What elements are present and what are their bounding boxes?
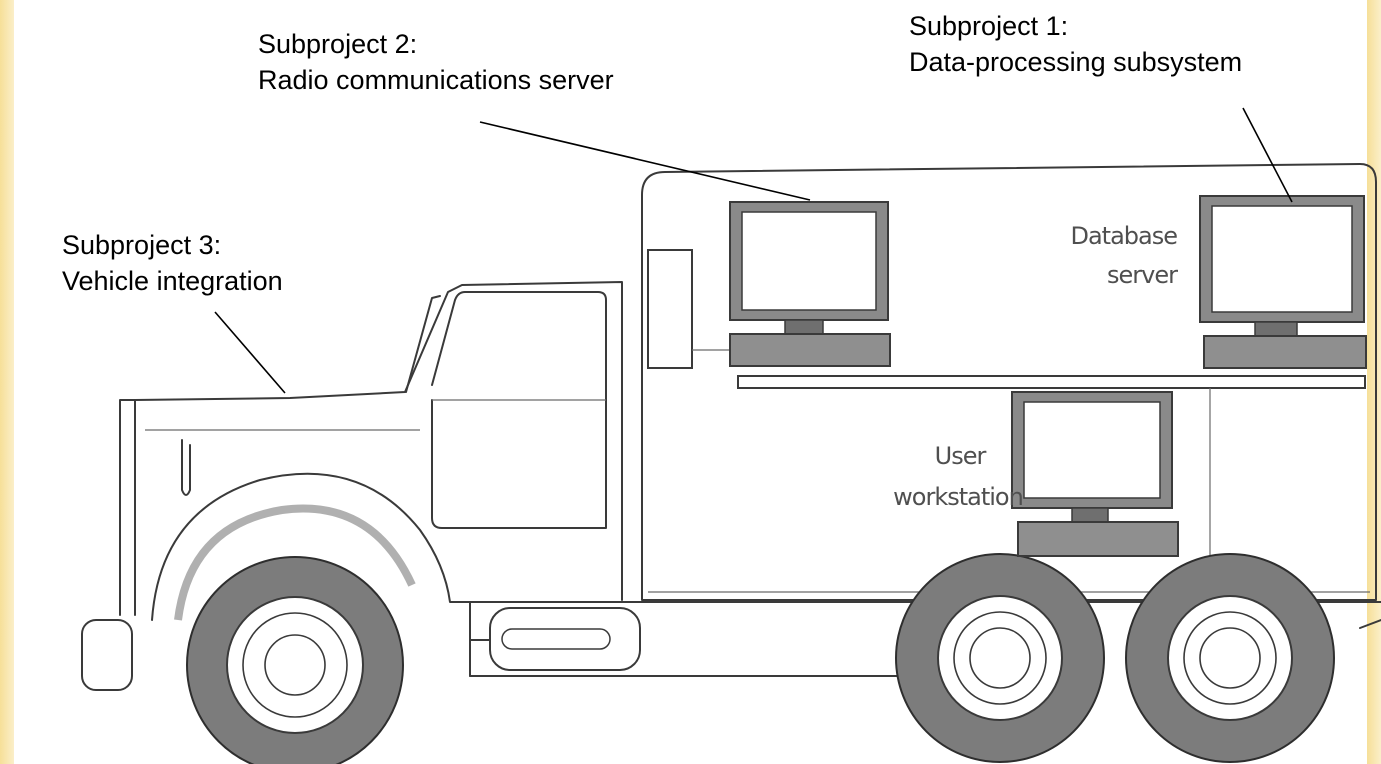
- user-label-line2: workstation: [893, 483, 1023, 511]
- database-label-line1: Database: [1070, 222, 1177, 250]
- user-label-line1: User: [935, 442, 987, 470]
- radio-server-computer: [729, 201, 891, 367]
- callout-subproject-3: Subproject 3: Vehicle integration: [62, 227, 283, 299]
- callout-subproject-2-title: Subproject 2:: [258, 29, 418, 59]
- callout-subproject-3-description: Vehicle integration: [62, 266, 283, 296]
- rear-wheel-2: [1125, 553, 1335, 763]
- chassis: [469, 601, 1381, 677]
- front-wheel: [186, 556, 404, 764]
- side-box: [647, 249, 693, 369]
- callout-subproject-1-description: Data-processing subsystem: [909, 47, 1243, 77]
- callout-subproject-1-title: Subproject 1:: [909, 11, 1069, 41]
- database-server-computer: [1199, 195, 1367, 369]
- callout-subproject-2: Subproject 2: Radio communications serve…: [258, 26, 614, 98]
- callout-subproject-1: Subproject 1: Data-processing subsystem: [909, 8, 1242, 80]
- pointer-subproject-2: [479, 121, 811, 201]
- right-border-band: [1367, 0, 1381, 764]
- user-workstation-computer: [1011, 391, 1179, 557]
- cargo-shelf: [737, 375, 1366, 389]
- front-bumper: [81, 619, 133, 691]
- database-label-line2: server: [1107, 261, 1178, 289]
- cab: [81, 281, 623, 691]
- callout-subproject-2-description: Radio communications server: [258, 65, 614, 95]
- pointer-subproject-3: [214, 311, 286, 394]
- callout-subproject-3-title: Subproject 3:: [62, 230, 222, 260]
- left-border-band: [0, 0, 14, 764]
- rear-wheel-1: [895, 553, 1105, 763]
- pointer-subproject-1: [1242, 107, 1293, 203]
